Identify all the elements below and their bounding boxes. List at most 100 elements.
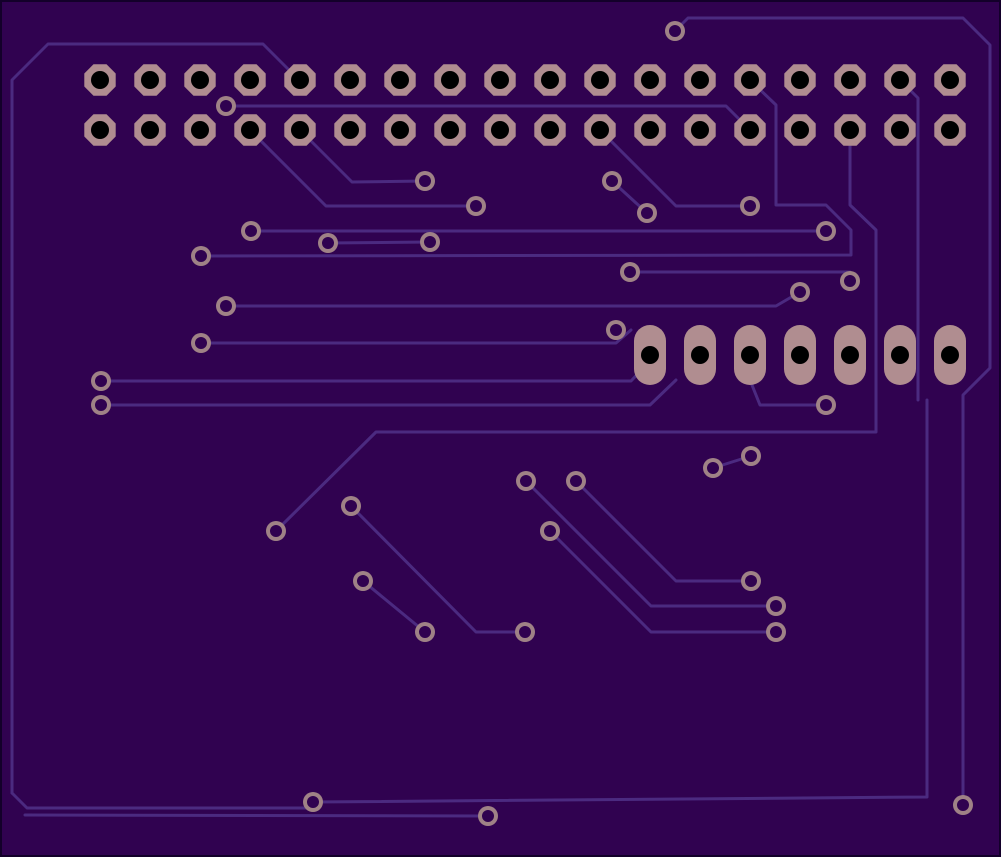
header-pad xyxy=(684,114,716,146)
header-pad xyxy=(434,114,466,146)
via-hole xyxy=(745,450,757,462)
via-hole xyxy=(419,175,431,187)
via xyxy=(516,471,536,491)
header-pad-drill xyxy=(791,71,809,89)
via xyxy=(466,196,486,216)
header-pad xyxy=(134,64,166,96)
trace-2 xyxy=(10,42,302,795)
via xyxy=(191,246,211,266)
connector-pad xyxy=(784,325,816,385)
header-pad xyxy=(84,64,116,96)
via-hole xyxy=(307,796,319,808)
trace-15 xyxy=(326,240,432,245)
trace-22 xyxy=(349,504,527,634)
via-hole xyxy=(424,236,436,248)
via-hole xyxy=(770,600,782,612)
header-pad-drill xyxy=(541,71,559,89)
via-hole xyxy=(470,200,482,212)
via-hole xyxy=(220,100,232,112)
trace-26 xyxy=(574,479,753,583)
via xyxy=(665,21,685,41)
connector-pad xyxy=(884,325,916,385)
header-pad-drill xyxy=(891,71,909,89)
header-pad-drill xyxy=(191,71,209,89)
via-hole xyxy=(322,237,334,249)
via xyxy=(91,371,111,391)
header-pad xyxy=(734,64,766,96)
header-pad xyxy=(534,64,566,96)
connector-pad xyxy=(834,325,866,385)
header-pad xyxy=(234,64,266,96)
trace-12 xyxy=(598,128,752,208)
via xyxy=(606,320,626,340)
trace-20 xyxy=(99,378,678,407)
trace-25 xyxy=(524,479,778,608)
trace-3 xyxy=(10,791,315,810)
via xyxy=(515,622,535,642)
via xyxy=(566,471,586,491)
header-pad-drill xyxy=(841,71,859,89)
header-pad-drill xyxy=(141,121,159,139)
via-hole xyxy=(482,810,494,822)
via-hole xyxy=(820,225,832,237)
header-pad-drill xyxy=(641,71,659,89)
via xyxy=(637,203,657,223)
via-hole xyxy=(669,25,681,37)
via-hole xyxy=(544,525,556,537)
via-hole xyxy=(707,462,719,474)
connector-pad xyxy=(934,325,966,385)
traces-layer xyxy=(10,16,992,818)
connector-pad-drill xyxy=(791,346,809,364)
trace-11 xyxy=(298,128,427,184)
via-hole xyxy=(610,324,622,336)
header-pad-drill xyxy=(591,71,609,89)
header-pad xyxy=(484,64,516,96)
via xyxy=(91,395,111,415)
header-pad xyxy=(334,64,366,96)
header-pad-drill xyxy=(691,121,709,139)
via-hole xyxy=(794,286,806,298)
header-pad xyxy=(834,114,866,146)
trace-10 xyxy=(248,128,478,208)
via xyxy=(602,171,622,191)
header-pad-drill xyxy=(441,71,459,89)
trace-1 xyxy=(673,16,992,807)
header-pad xyxy=(484,114,516,146)
header-pad xyxy=(934,64,966,96)
via-hole xyxy=(570,475,582,487)
via-hole xyxy=(770,626,782,638)
header-pad xyxy=(934,114,966,146)
header-pad xyxy=(284,64,316,96)
trace-18 xyxy=(199,328,633,345)
header-pad-drill xyxy=(141,71,159,89)
header-pad xyxy=(584,114,616,146)
trace-23 xyxy=(361,579,427,634)
via xyxy=(318,233,338,253)
via-hole xyxy=(820,399,832,411)
via xyxy=(540,521,560,541)
via-hole xyxy=(606,175,618,187)
header-pad xyxy=(784,64,816,96)
via-hole xyxy=(195,337,207,349)
header-pad-drill xyxy=(841,121,859,139)
header-pad xyxy=(834,64,866,96)
via-hole xyxy=(744,200,756,212)
header-pad xyxy=(884,114,916,146)
via xyxy=(478,806,498,826)
trace-5 xyxy=(23,813,490,818)
via xyxy=(266,521,286,541)
via xyxy=(620,262,640,282)
via xyxy=(420,232,440,252)
via-hole xyxy=(245,225,257,237)
via-hole xyxy=(844,275,856,287)
via xyxy=(766,622,786,642)
header-pad-drill xyxy=(391,71,409,89)
header-pad-drill xyxy=(191,121,209,139)
via-hole xyxy=(519,626,531,638)
header-pad xyxy=(784,114,816,146)
via xyxy=(740,196,760,216)
via xyxy=(790,282,810,302)
header-pad xyxy=(84,114,116,146)
via-hole xyxy=(624,266,636,278)
